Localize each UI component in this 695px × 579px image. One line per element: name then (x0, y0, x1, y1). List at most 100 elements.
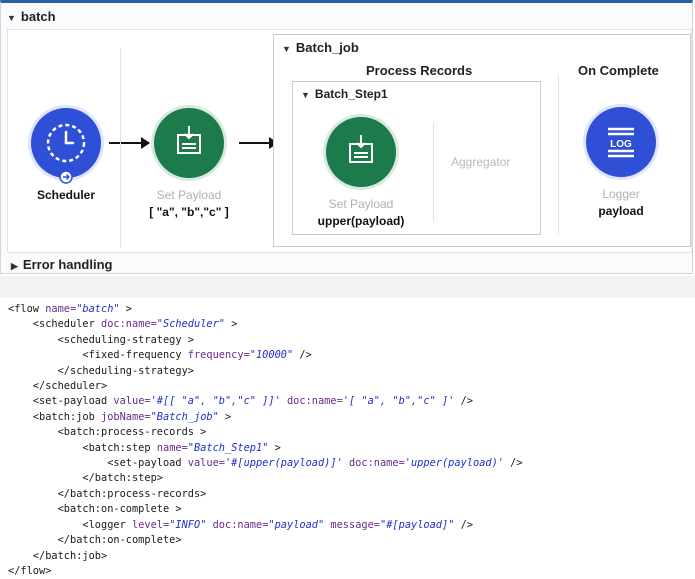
code-token: "10000" (249, 349, 294, 362)
aggregator-label[interactable]: Aggregator (451, 155, 511, 169)
code-token: <flow (8, 303, 46, 315)
batch-step-header[interactable]: ▼ Batch_Step1 (301, 87, 388, 101)
code-token: "batch" (76, 303, 120, 315)
expand-triangle-icon[interactable]: ▶ (11, 261, 18, 271)
logger-node[interactable]: LOG Logger payload (576, 107, 666, 218)
code-line: <fixed-frequency frequency="10000" /> (8, 348, 523, 363)
code-token: '#[upper(payload)]' (224, 457, 343, 470)
batch-job-scope[interactable]: ▼ Batch_job Process Records On Complete ▼… (273, 34, 691, 247)
logger-value: payload (598, 204, 644, 218)
code-line: <flow name="batch" > (8, 302, 523, 317)
flow-canvas: ▼ batch Scheduler (0, 0, 693, 274)
scheduler-node[interactable]: Scheduler (26, 108, 106, 202)
code-line: <scheduler doc:name="Scheduler" > (8, 317, 523, 332)
xml-code-view: <flow name="batch" > <scheduler doc:name… (8, 302, 523, 579)
collapse-triangle-icon[interactable]: ▼ (301, 90, 310, 100)
batch-job-title: Batch_job (295, 40, 359, 55)
code-line: <scheduling-strategy > (8, 333, 523, 348)
code-token: "payload" (268, 518, 325, 531)
code-token: <set-payload (8, 395, 114, 408)
code-line: </scheduler> (8, 379, 523, 394)
code-token: level= (132, 518, 170, 531)
code-token: jobName= (101, 410, 151, 423)
code-token: <batch:step (8, 441, 157, 454)
code-line: </batch:job> (8, 549, 523, 564)
set-payload-icon (177, 126, 201, 154)
code-token: </scheduling-strategy> (8, 364, 194, 377)
source-arrow-icon (59, 170, 73, 184)
code-line: <batch:process-records > (8, 425, 523, 440)
flow-header[interactable]: ▼ batch (7, 9, 56, 24)
code-line: </batch:on-complete> (8, 533, 523, 548)
scheduler-circle[interactable] (31, 108, 101, 184)
aggregator-separator (433, 122, 434, 222)
code-line: <batch:on-complete > (8, 502, 523, 517)
code-token: > (218, 410, 232, 423)
code-token: <batch:job (8, 410, 101, 423)
code-token: > (268, 441, 281, 454)
log-icon: LOG (608, 127, 634, 158)
code-token: doc:name= (101, 318, 157, 331)
code-token: doc:name= (286, 395, 343, 408)
set-payload-icon (349, 135, 373, 163)
code-line: <batch:step name="Batch_Step1" > (8, 441, 523, 456)
code-token: frequency= (187, 349, 250, 362)
code-token: /> (503, 457, 523, 470)
code-token: </batch:process-records> (8, 487, 207, 500)
step-set-payload-circle[interactable] (326, 117, 396, 187)
code-line: </batch:process-records> (8, 487, 523, 502)
code-line: </scheduling-strategy> (8, 364, 523, 379)
error-handling-header[interactable]: ▶ Error handling (11, 257, 112, 272)
code-token: </batch:step> (8, 472, 163, 485)
code-line: <set-payload value='#[[ "a", "b","c" ]]'… (8, 394, 523, 409)
step-set-payload-label: Set Payload (328, 197, 394, 211)
code-token: <fixed-frequency (8, 349, 188, 362)
collapse-triangle-icon[interactable]: ▼ (282, 44, 291, 54)
code-token: message= (330, 518, 381, 531)
code-line: </batch:step> (8, 471, 523, 486)
step-set-payload-value: upper(payload) (317, 214, 405, 228)
code-token: "Scheduler" (156, 318, 225, 331)
clock-icon (46, 123, 86, 163)
code-token: </scheduler> (8, 380, 108, 393)
code-token: <logger (8, 518, 132, 531)
code-token: /> (454, 395, 473, 408)
log-icon-text: LOG (610, 139, 632, 150)
code-token: '#[[ "a", "b","c" ]]' (150, 395, 281, 408)
code-token: 'upper(payload)' (404, 457, 504, 470)
logger-circle[interactable]: LOG (586, 107, 656, 177)
code-line: <batch:job jobName="Batch_job" > (8, 410, 523, 425)
batch-step-scope[interactable]: ▼Batch_Step1 Set Payload upper(payload) … (292, 81, 541, 235)
set-payload-node[interactable]: Set Payload [ "a", "b","c" ] (139, 108, 239, 219)
batch-step-title: Batch_Step1 (314, 87, 388, 101)
code-token: <scheduling-strategy > (8, 333, 194, 346)
batch-job-header[interactable]: ▼ Batch_job (282, 40, 359, 55)
set-payload-value: [ "a", "b","c" ] (149, 205, 229, 219)
process-records-title: Process Records (366, 63, 473, 78)
collapse-triangle-icon[interactable]: ▼ (7, 13, 16, 23)
error-handling-label: Error handling (22, 257, 113, 272)
code-token: "#[payload]" (380, 518, 455, 531)
blurred-divider (0, 276, 695, 298)
on-complete-separator (558, 75, 559, 235)
code-line: <set-payload value='#[upper(payload)]' d… (8, 456, 523, 471)
code-token: <batch:process-records > (8, 426, 207, 439)
code-token: doc:name= (348, 457, 405, 470)
code-line: </flow> (8, 564, 523, 579)
code-token: "Batch_Step1" (187, 441, 269, 454)
flow-title: batch (20, 9, 56, 24)
code-token: <scheduler (8, 318, 101, 331)
on-complete-title: On Complete (578, 63, 659, 78)
code-token: name= (156, 441, 188, 454)
code-token: "INFO" (169, 518, 207, 531)
code-token: value= (113, 395, 151, 408)
set-payload-circle[interactable] (154, 108, 224, 178)
step-set-payload-node[interactable]: Set Payload upper(payload) (311, 117, 411, 228)
logger-label: Logger (602, 187, 640, 201)
code-token: /> (454, 518, 474, 531)
code-token: name= (45, 303, 77, 315)
code-token: '[ "a", "b","c" ]' (342, 395, 455, 408)
code-token: doc:name= (212, 518, 269, 531)
separator (120, 48, 121, 248)
arrow-scheduler-to-setpayload (109, 137, 150, 149)
